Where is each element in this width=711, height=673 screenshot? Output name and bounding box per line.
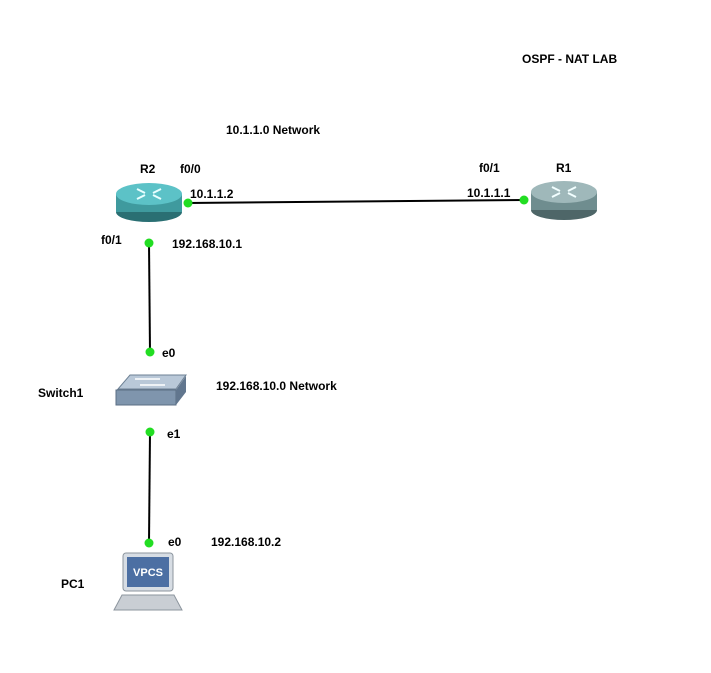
- link-r2-r1[interactable]: [187, 199, 525, 204]
- endpoint-sw-e0[interactable]: [145, 347, 155, 357]
- switch-arrows-icon: [135, 378, 165, 386]
- network-label-10-1-1-0: 10.1.1.0 Network: [226, 123, 320, 137]
- diagram-title: OSPF - NAT LAB: [522, 52, 617, 66]
- switch-switch1[interactable]: [115, 374, 187, 406]
- endpoint-r2-f01[interactable]: [144, 238, 154, 248]
- pc-screen-label: VPCS: [133, 567, 163, 579]
- port-label-sw-e1: e1: [167, 427, 181, 441]
- router-r1[interactable]: [531, 181, 597, 220]
- port-label-r2-f00: f0/0: [180, 162, 201, 176]
- ip-label-r1-f01: 10.1.1.1: [467, 186, 511, 200]
- port-label-pc-e0: e0: [168, 535, 182, 549]
- port-label-r1-f01: f0/1: [479, 161, 500, 175]
- endpoint-r1-f01[interactable]: [519, 195, 529, 205]
- router-r2[interactable]: [116, 183, 182, 222]
- link-switch1-pc1[interactable]: [148, 431, 151, 544]
- node-label-pc1: PC1: [61, 577, 85, 591]
- endpoint-pc-e0[interactable]: [144, 538, 154, 548]
- port-label-sw-e0: e0: [162, 346, 176, 360]
- network-label-192-168-10-0: 192.168.10.0 Network: [216, 379, 337, 393]
- router-arrows-icon: [551, 186, 577, 198]
- endpoint-r2-f00[interactable]: [183, 198, 193, 208]
- endpoint-sw-e1[interactable]: [145, 427, 155, 437]
- pc-pc1[interactable]: VPCS: [113, 552, 183, 611]
- ip-label-pc-e0: 192.168.10.2: [211, 535, 281, 549]
- link-r2-switch1[interactable]: [148, 242, 151, 353]
- node-label-r1: R1: [556, 161, 572, 175]
- node-label-r2: R2: [140, 162, 156, 176]
- ip-label-r2-f00: 10.1.1.2: [190, 187, 234, 201]
- ip-label-r2-f01: 192.168.10.1: [172, 237, 242, 251]
- router-arrows-icon: [136, 188, 162, 200]
- port-label-r2-f01: f0/1: [101, 233, 122, 247]
- node-label-switch1: Switch1: [38, 386, 84, 400]
